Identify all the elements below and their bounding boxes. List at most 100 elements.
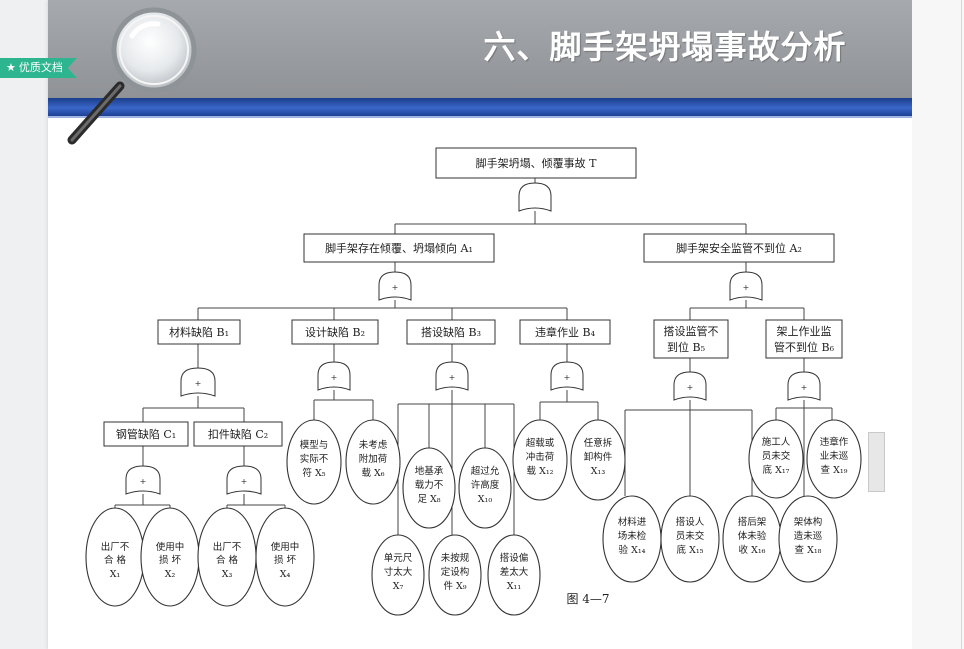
basic-event-x5-line2: 实际不: [300, 453, 329, 465]
basic-event-x11-line1: 搭设偏: [500, 552, 529, 564]
scrollbar-thumb[interactable]: [868, 432, 885, 492]
basic-event-x12-line3: 载 X₁₂: [527, 465, 554, 477]
basic-event-x19-line3: 查 X₁₉: [821, 464, 848, 476]
tree-links: [114, 178, 833, 536]
basic-event-x18: 架体构 造未巡 查 X₁₈: [778, 495, 838, 583]
gate-symbol: +: [241, 477, 248, 486]
basic-event-x16-line1: 搭后架: [738, 516, 767, 528]
event-boxes: 脚手架坍塌、倾覆事故 T 脚手架存在倾覆、坍塌倾向 A₁ 脚手架安全监管不到位 …: [103, 147, 843, 447]
basic-event-x15-line3: 底 X₁₅: [677, 544, 704, 556]
basic-event-x10: 超过允 许高度 X₁₀: [458, 447, 512, 529]
basic-event-x8-line2: 载力不: [415, 479, 444, 491]
event-a1-label: 脚手架存在倾覆、坍塌倾向 A₁: [325, 241, 473, 255]
or-gate-b2: +: [317, 361, 351, 391]
basic-event-x8-line1: 地基承: [415, 465, 444, 477]
basic-event-x12: 超载或 冲击荷 载 X₁₂: [512, 419, 568, 501]
or-gate-b3: +: [435, 361, 469, 391]
figure-caption: 图 4—7: [566, 592, 609, 606]
basic-event-x9-line1: 未按规: [441, 552, 470, 564]
gate-symbol: +: [564, 373, 571, 382]
or-gates: + + + + + + + +: [125, 182, 821, 495]
basic-event-x9-line3: 件 X₉: [443, 580, 466, 592]
event-c2-label: 扣件缺陷 C₂: [208, 427, 268, 441]
basic-event-x12-line2: 冲击荷: [526, 451, 555, 463]
basic-event-x15-line2: 员未交: [676, 530, 705, 542]
or-gate-a2: +: [729, 271, 763, 301]
basic-event-x1-line2: 合 格: [104, 554, 127, 566]
basic-event-x14-line3: 验 X₁₄: [619, 544, 646, 556]
gate-symbol: +: [140, 477, 147, 486]
event-b5-label-1: 搭设监管不: [664, 324, 719, 338]
basic-event-x11: 搭设偏 差太大 X₁₁: [487, 534, 541, 616]
or-gate-b1: +: [180, 367, 216, 397]
event-b3-label: 搭设缺陷 B₃: [421, 325, 481, 339]
gate-symbol: +: [331, 373, 338, 382]
basic-event-x3-line1: 出厂不: [213, 541, 242, 553]
top-event-label: 脚手架坍塌、倾覆事故 T: [476, 156, 597, 170]
or-gate-c1: +: [125, 465, 161, 495]
quality-doc-badge: ★优质文档: [0, 58, 77, 78]
basic-event-x7-line2: 寸太大: [384, 566, 413, 578]
basic-event-x7-line1: 单元尺: [384, 552, 413, 564]
event-a1-box: [303, 233, 495, 263]
basic-event-x5: 模型与 实际不 符 X₅: [286, 419, 342, 505]
basic-event-x1-line3: X₁: [110, 569, 121, 580]
basic-event-x7-line3: X₇: [393, 581, 404, 592]
basic-event-x11-line2: 差太大: [500, 566, 529, 578]
or-gate-a1: +: [378, 271, 412, 301]
or-gate-t: [518, 182, 552, 212]
basic-event-x5-line3: 符 X₅: [302, 467, 325, 479]
event-b2-label: 设计缺陷 B₂: [305, 325, 365, 339]
basic-event-x3-line2: 合 格: [216, 554, 239, 566]
event-b6-box: [765, 319, 843, 359]
basic-event-x14-line1: 材料进: [618, 516, 647, 528]
event-b1-box: [157, 319, 241, 345]
basic-event-x1: 出厂不 合 格 X₁: [85, 507, 145, 607]
basic-event-x6-line2: 附加荷: [359, 453, 388, 465]
event-b5-box: [653, 319, 729, 359]
event-c2-box: [193, 421, 283, 447]
event-a2-box: [643, 233, 835, 263]
or-gate-b4: +: [550, 361, 584, 391]
basic-event-x9-line2: 定设构: [441, 566, 470, 578]
star-icon: ★: [6, 61, 16, 74]
basic-event-x16-line2: 体未验: [738, 530, 767, 542]
basic-event-x2-line1: 使用中: [156, 541, 185, 553]
basic-event-x6-line1: 未考虑: [359, 439, 388, 451]
basic-event-x6-line3: 载 X₆: [361, 467, 384, 479]
basic-event-x6: 未考虑 附加荷 载 X₆: [345, 419, 401, 505]
panel-divider: [961, 0, 962, 649]
basic-event-x13-line3: X₁₃: [591, 466, 606, 477]
basic-event-x12-line1: 超载或: [526, 437, 555, 449]
basic-event-x4-line1: 使用中: [271, 541, 300, 553]
gate-symbol: +: [392, 283, 399, 292]
basic-event-x4-line2: 损 坏: [274, 554, 297, 566]
basic-event-x19: 违章作 业未巡 查 X₁₉: [806, 419, 862, 499]
event-b5-label-2: 到位 B₅: [667, 340, 705, 354]
basic-event-x2-line2: 损 坏: [159, 554, 182, 566]
basic-event-x17-line2: 员未交: [762, 450, 791, 462]
basic-event-x2: 使用中 损 坏 X₂: [140, 507, 200, 607]
basic-event-x18-line1: 架体构: [794, 516, 823, 528]
basic-event-x13-line1: 任意拆: [584, 437, 613, 449]
basic-event-x8-line3: 足 X₈: [417, 494, 440, 505]
basic-event-x10-line1: 超过允: [471, 465, 500, 477]
basic-event-x14-line2: 场未检: [618, 530, 647, 542]
magnifier-icon: [67, 7, 197, 145]
basic-event-x10-line3: X₁₀: [478, 494, 493, 505]
basic-event-x1-line1: 出厂不: [101, 541, 130, 553]
basic-event-x3-line3: X₃: [222, 569, 233, 580]
basic-event-x15: 搭设人 员未交 底 X₁₅: [660, 495, 720, 583]
basic-event-x4: 使用中 损 坏 X₄: [255, 507, 315, 607]
event-b1-label: 材料缺陷 B₁: [169, 325, 229, 339]
header-thin-line: [48, 116, 912, 118]
event-c1-box: [103, 421, 189, 447]
basic-event-x3: 出厂不 合 格 X₃: [197, 507, 257, 607]
basic-event-x9: 未按规 定设构 件 X₉: [428, 534, 482, 616]
event-b4-label: 违章作业 B₄: [535, 325, 596, 339]
event-b6-label-1: 架上作业监: [777, 325, 832, 338]
basic-event-x2-line3: X₂: [165, 569, 176, 580]
gate-symbol: +: [687, 383, 694, 392]
basic-event-x13: 任意拆 卸构件 X₁₃: [570, 419, 626, 501]
